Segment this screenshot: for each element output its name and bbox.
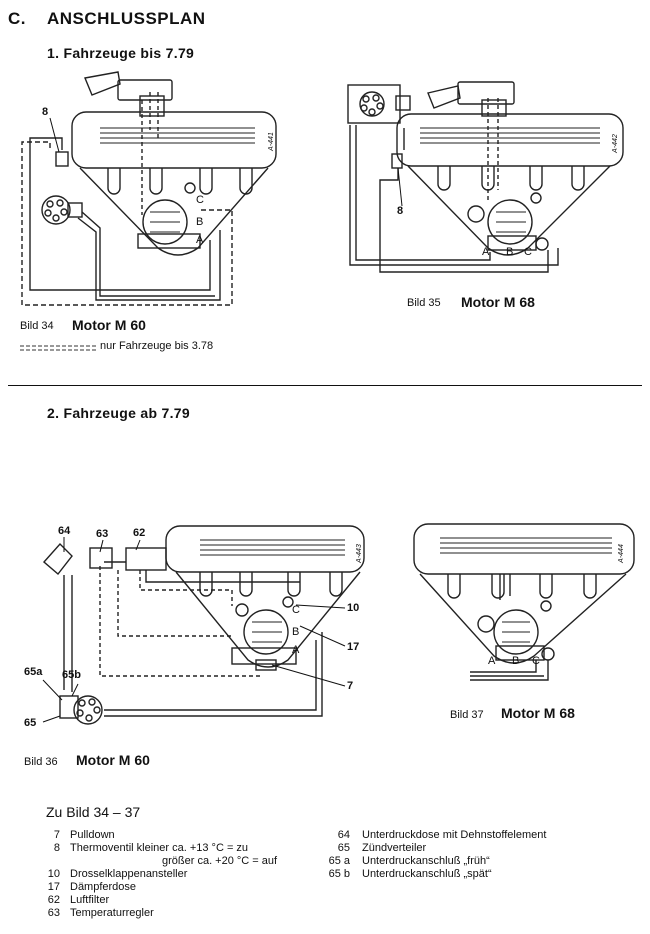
- legend-item: 7 Pulldown: [40, 829, 277, 842]
- legend-title: Zu Bild 34 – 37: [46, 804, 141, 820]
- figure-title-34: Motor M 60: [72, 317, 146, 333]
- figure-title-36: Motor M 60: [76, 752, 150, 768]
- legend-num: 65: [337, 842, 350, 854]
- figure-title-35: Motor M 68: [461, 294, 535, 310]
- subheading-after-779: 2. Fahrzeuge ab 7.79: [47, 405, 190, 421]
- legend-text: Unterdruckanschluß „früh“: [362, 855, 490, 867]
- port-b-label-35: B: [506, 246, 514, 258]
- legend-text: Dämpferdose: [70, 881, 137, 893]
- legend-text: Pulldown: [70, 829, 115, 841]
- legend-item: 65 a Unterdruckanschluß „früh“: [320, 855, 546, 868]
- legend-num: [40, 855, 60, 868]
- legend-num: 17: [47, 881, 60, 893]
- legend-text: größer ca. +20 °C = auf: [162, 855, 278, 867]
- legend-text: Drosselklappenansteller: [70, 868, 188, 880]
- legend-item: 62 Luftfilter: [40, 894, 277, 907]
- callout-63: 63: [96, 528, 109, 540]
- callout-7: 7: [347, 680, 354, 692]
- legend-item: 65 Zündverteiler: [320, 842, 546, 855]
- section-number: C.: [8, 9, 26, 28]
- legend-text: Thermoventil kleiner ca. +13 °C = zu: [70, 842, 249, 854]
- legend-left: 7 Pulldown 8 Thermoventil kleiner ca. +13 …: [40, 829, 277, 920]
- subheading-before-779: 1. Fahrzeuge bis 7.79: [47, 45, 195, 61]
- legend-item: 63 Temperaturregler: [40, 907, 277, 920]
- callout-65b: 65b: [62, 669, 81, 681]
- page-title: ANSCHLUSSPLAN: [47, 9, 206, 28]
- legend-item: 64 Unterdruckdose mit Dehnstoffelement: [320, 829, 547, 842]
- legend-right: 64 Unterdruckdose mit Dehnstoffelement 65…: [320, 829, 547, 881]
- legend-text: Temperaturregler: [70, 907, 154, 919]
- port-a-label-37: A: [488, 655, 496, 667]
- port-c-label: C: [196, 194, 204, 206]
- port-c-label-36: C: [292, 604, 300, 616]
- port-c-label-35: C: [524, 246, 532, 258]
- figure-label-37: Bild 37: [450, 709, 484, 721]
- legend-item: 8 Thermoventil kleiner ca. +13 °C = zu: [40, 842, 277, 855]
- figure-label-35: Bild 35: [407, 297, 441, 309]
- port-a-label-36: A: [292, 644, 300, 656]
- port-a-label-35: A: [482, 246, 490, 258]
- callout-8: 8: [42, 106, 49, 118]
- legend-item: 65 b Unterdruckanschluß „spät“: [320, 868, 546, 881]
- figure-label-36: Bild 36: [24, 756, 58, 768]
- legend-num: 64: [337, 829, 350, 841]
- legend-num: 65 b: [328, 868, 350, 880]
- legend-num: 7: [53, 829, 60, 841]
- callout-17: 17: [347, 641, 360, 653]
- callout-64: 64: [58, 525, 71, 537]
- port-c-label-37: C: [532, 655, 540, 667]
- legend-item: 10 Drosselklappenansteller: [40, 868, 277, 881]
- figure-label-34: Bild 34: [20, 320, 54, 332]
- legend-item: größer ca. +20 °C = auf: [40, 855, 277, 868]
- legend-text: Unterdruckanschluß „spät“: [362, 868, 492, 880]
- callout-62: 62: [133, 527, 146, 539]
- port-b-label: B: [196, 216, 204, 228]
- legend-text: Zündverteiler: [362, 842, 427, 854]
- dashed-line-note: nur Fahrzeuge bis 3.78: [100, 340, 214, 352]
- port-b-label-37: B: [512, 655, 520, 667]
- legend-num: 10: [47, 868, 60, 880]
- port-b-label-36: B: [292, 626, 300, 638]
- figure-title-37: Motor M 68: [501, 705, 575, 721]
- callout-8-m68: 8: [397, 205, 404, 217]
- callout-65a: 65a: [24, 666, 43, 678]
- port-a-label: A: [196, 234, 204, 246]
- legend-num: 65 a: [328, 855, 350, 867]
- stamp-a444: A-444: [617, 544, 625, 563]
- legend-text: Unterdruckdose mit Dehnstoffelement: [362, 829, 547, 841]
- legend-num: 8: [53, 842, 60, 854]
- legend-num: 62: [47, 894, 60, 906]
- callout-65: 65: [24, 717, 37, 729]
- legend-text: Luftfilter: [70, 894, 110, 906]
- section-divider: [8, 385, 642, 386]
- legend-item: 17 Dämpferdose: [40, 881, 277, 894]
- dashed-line-legend: [20, 345, 98, 351]
- legend-num: 63: [47, 907, 60, 919]
- callout-10: 10: [347, 602, 360, 614]
